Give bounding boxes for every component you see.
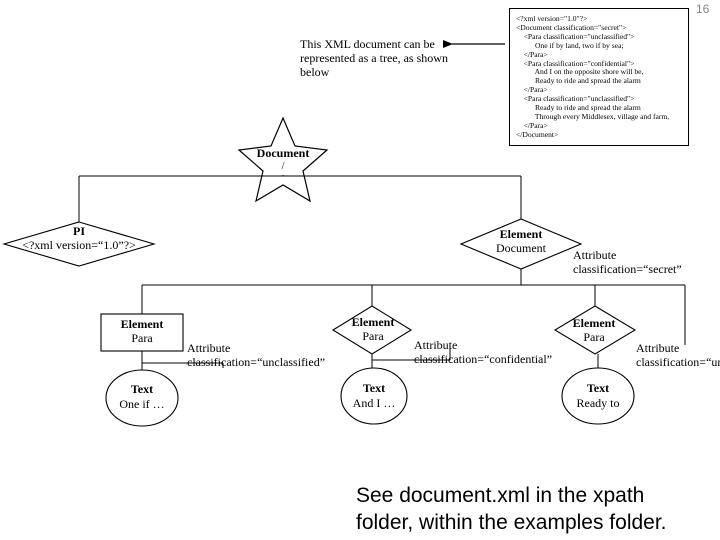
footer-line-2: folder, within the examples folder. xyxy=(356,511,667,534)
para-element-text-3: Para xyxy=(583,330,605,344)
para-element-title-3: Element xyxy=(572,316,616,330)
document-attribute-text: classification=“secret” xyxy=(573,262,682,276)
xml-source-line: <?xml version="1.0"?> xyxy=(516,14,588,23)
explanation-note: This XML document can be represented as … xyxy=(300,37,448,79)
para-element-title-2: Element xyxy=(351,315,395,329)
para-attribute-title-3: Attribute xyxy=(636,341,680,355)
xml-source-box: <?xml version="1.0"?><Document classific… xyxy=(509,8,689,146)
xml-source-line: <Para classification="unclassified"> xyxy=(516,94,635,104)
text-node-1 xyxy=(105,369,179,427)
para-element-title-1: Element xyxy=(120,317,164,331)
xml-source-line: </Document> xyxy=(516,129,559,139)
text-node-title-3: Text xyxy=(586,381,610,395)
xml-source-line: <Document classification="secret"> xyxy=(516,22,627,32)
text-node-3 xyxy=(561,367,635,425)
document-element-title: Element xyxy=(499,227,543,241)
para-element-node-1 xyxy=(100,313,184,352)
xml-source-line: Ready to ride and spread the alarm xyxy=(516,103,641,113)
footer-line-1: See document.xml in the xpath xyxy=(356,484,645,507)
text-node-title-2: Text xyxy=(362,381,386,395)
text-node-text-2: And I … xyxy=(352,396,396,410)
pi-title: PI xyxy=(73,224,85,238)
para-element-text-1: Para xyxy=(131,331,153,345)
xml-source-line: Through every Middlesex, village and far… xyxy=(516,111,670,121)
text-node-text-3: Ready to xyxy=(576,396,620,410)
text-node-2 xyxy=(340,367,408,425)
xml-source-line: </Para> xyxy=(516,120,548,130)
xml-source-line: And I on the opposite shore will be, xyxy=(516,67,644,77)
para-attribute-text-3: classification=“unclassified” xyxy=(636,355,720,369)
para-attribute-text-1: classification=“unclassified” xyxy=(187,355,326,369)
text-node-title-1: Text xyxy=(130,382,154,396)
footer-note: See document.xml in the xpath folder, wi… xyxy=(356,482,667,536)
xml-source-line: Ready to ride and spread the alarm xyxy=(516,76,641,86)
document-element-text: Document xyxy=(496,241,546,255)
page-number: 16 xyxy=(696,2,710,16)
xml-source-line: One if by land, two if by sea; xyxy=(516,40,624,50)
text-node-text-1: One if … xyxy=(119,397,165,411)
pi-node xyxy=(2,221,156,267)
root-node-label: Document xyxy=(256,146,310,160)
para-attribute-text-2: classification=“confidential” xyxy=(414,352,553,366)
pi-text: <?xml version=“1.0”?> xyxy=(22,238,136,252)
xml-source-line: <Para classification="unclassified"> xyxy=(516,31,635,41)
para-element-node-3 xyxy=(553,305,637,355)
xml-source-line: </Para> xyxy=(516,49,548,59)
root-star-node xyxy=(237,116,329,203)
root-node-sub: / xyxy=(281,161,285,172)
para-attribute-title-2: Attribute xyxy=(414,338,458,352)
para-element-text-2: Para xyxy=(362,329,384,343)
document-attribute-title: Attribute xyxy=(573,248,617,262)
xml-source-line: </Para> xyxy=(516,85,548,95)
para-attribute-title-1: Attribute xyxy=(187,341,231,355)
xml-source-line: <Para classification="confidential"> xyxy=(516,58,635,68)
